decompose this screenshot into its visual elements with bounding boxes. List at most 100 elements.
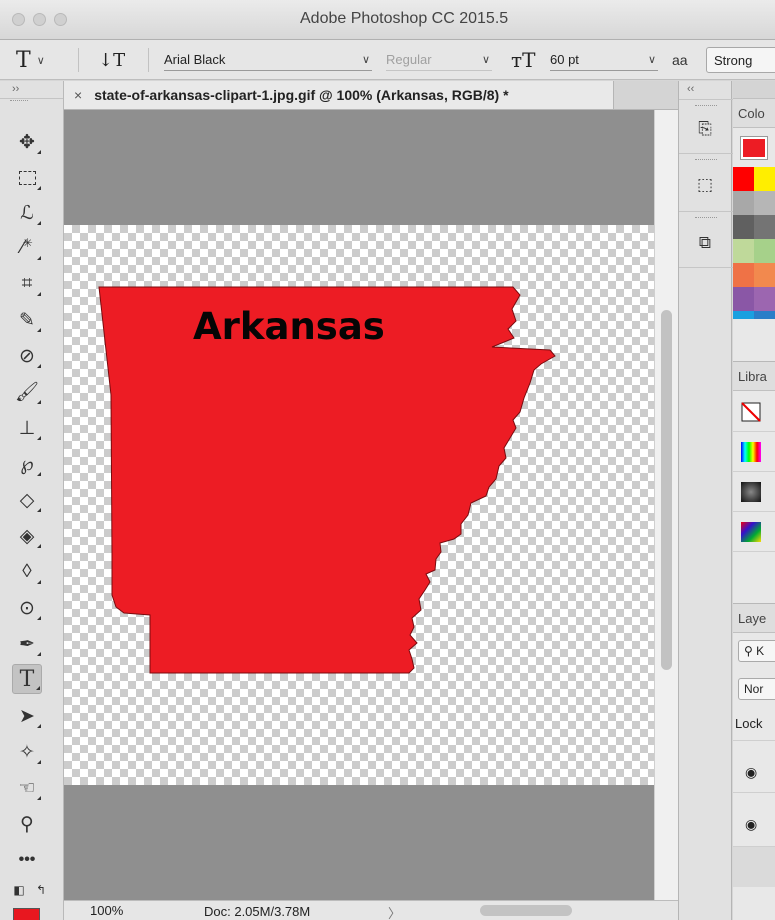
tools-panel: ›› ✥ ℒ ⁄✳ ⌗ ✎ ⊘ 🖌 ⊥ ℘ ◇ ◈ ◊ ⊙ ✒ T ➤ ✧ ☜ … bbox=[0, 81, 64, 920]
foreground-color-chip[interactable] bbox=[740, 136, 768, 160]
minimize-window-button[interactable] bbox=[33, 13, 46, 26]
font-style-dropdown[interactable]: Regular ∨ bbox=[386, 49, 492, 71]
layers-panel-title[interactable]: Laye bbox=[733, 604, 775, 633]
properties-panel-icon[interactable]: ⧉ bbox=[698, 233, 712, 252]
eyedropper-tool-icon[interactable]: ✎ bbox=[12, 305, 42, 335]
font-family-dropdown[interactable]: Arial Black ∨ bbox=[164, 49, 372, 71]
dodge-tool-icon[interactable]: ⊙ bbox=[12, 593, 42, 623]
paint-bucket-tool-icon[interactable]: ◈ bbox=[12, 521, 42, 551]
library-item-pattern[interactable] bbox=[733, 512, 775, 552]
library-item-none[interactable] bbox=[733, 392, 775, 432]
font-size-dropdown[interactable]: 60 pt ∨ bbox=[550, 49, 658, 71]
anti-alias-value: Strong bbox=[714, 52, 753, 68]
swatch-dark-gray[interactable] bbox=[733, 215, 754, 239]
panels-collapse-button[interactable]: ‹‹ bbox=[687, 83, 695, 95]
chevron-down-icon: ∨ bbox=[647, 54, 656, 66]
magic-wand-tool-icon[interactable]: ⁄✳ bbox=[12, 233, 42, 263]
anti-alias-dropdown[interactable]: Strong bbox=[706, 47, 775, 73]
eraser-tool-icon[interactable]: ◇ bbox=[12, 485, 42, 515]
type-tool-icon[interactable]: T bbox=[12, 664, 42, 694]
color-panel: Colo bbox=[733, 81, 775, 361]
marquee-tool-icon[interactable] bbox=[12, 163, 42, 193]
layers-panel: Laye ⚲ K Nor Lock ◉ ◉ bbox=[733, 603, 775, 920]
canvas-workspace[interactable]: Arkansas bbox=[64, 110, 654, 900]
foreground-color-swatch[interactable] bbox=[13, 908, 40, 920]
layers-filter-field[interactable]: ⚲ K bbox=[738, 640, 775, 662]
arkansas-shape[interactable] bbox=[64, 225, 654, 785]
tab-strip-empty bbox=[614, 81, 678, 110]
toggle-text-orientation-icon[interactable]: ↓T bbox=[98, 49, 126, 71]
swatch-gray[interactable] bbox=[733, 191, 754, 215]
blur-tool-icon[interactable]: ◊ bbox=[12, 557, 42, 587]
document-canvas[interactable]: Arkansas bbox=[64, 225, 654, 785]
swatch-blue-dark[interactable] bbox=[754, 311, 775, 319]
swap-colors-icon[interactable]: ↰ bbox=[35, 883, 47, 897]
swatch-red[interactable] bbox=[733, 167, 754, 191]
libraries-panel-title[interactable]: Libra bbox=[733, 362, 775, 391]
default-colors-icon[interactable]: ◧ bbox=[13, 883, 25, 897]
font-size-icon: ᴛT bbox=[511, 48, 536, 72]
library-item-gradient[interactable] bbox=[733, 432, 775, 472]
status-menu-arrow-icon[interactable]: 〉 bbox=[388, 906, 402, 920]
dark-style-icon bbox=[741, 481, 761, 502]
chevron-down-icon: ∨ bbox=[481, 54, 490, 66]
arkansas-text-layer[interactable]: Arkansas bbox=[193, 305, 385, 348]
swatch-green[interactable] bbox=[754, 239, 775, 263]
pen-tool-icon[interactable]: ✒ bbox=[12, 629, 42, 659]
pattern-style-icon bbox=[741, 521, 761, 542]
history-brush-tool-icon[interactable]: ℘ bbox=[12, 449, 42, 479]
panel-icon-strip: ‹‹ ⎘ ⬚ ⧉ bbox=[678, 81, 733, 920]
more-tools-icon[interactable]: ••• bbox=[18, 851, 36, 868]
swatch-purple[interactable] bbox=[733, 287, 754, 311]
3d-panel-icon[interactable]: ⬚ bbox=[696, 175, 714, 194]
font-style-value: Regular bbox=[386, 52, 432, 67]
swatch-gray-light[interactable] bbox=[754, 191, 775, 215]
library-item-dark[interactable] bbox=[733, 472, 775, 512]
font-family-value: Arial Black bbox=[164, 52, 226, 67]
toolbar-grip[interactable] bbox=[10, 100, 28, 103]
swatch-orange[interactable] bbox=[733, 263, 754, 287]
swatch-yellow[interactable] bbox=[754, 167, 775, 191]
vertical-scroll-thumb[interactable] bbox=[661, 310, 672, 670]
document-tab[interactable]: × state-of-arkansas-clipart-1.jpg.gif @ … bbox=[64, 81, 614, 110]
tools-collapse-button[interactable]: ›› bbox=[0, 81, 63, 99]
layer-visibility-eye-icon[interactable]: ◉ bbox=[745, 816, 758, 832]
crop-tool-icon[interactable]: ⌗ bbox=[12, 269, 42, 299]
close-document-icon[interactable]: × bbox=[74, 87, 83, 103]
hand-tool-icon[interactable]: ☜ bbox=[12, 773, 42, 803]
font-size-value: 60 pt bbox=[550, 52, 579, 67]
document-size[interactable]: Doc: 2.05M/3.78M bbox=[204, 904, 311, 919]
title-bar: Adobe Photoshop CC 2015.5 bbox=[0, 0, 775, 40]
layers-filter-label: K bbox=[756, 644, 765, 658]
zoom-tool-icon[interactable]: ⚲ bbox=[20, 813, 34, 835]
color-panel-title[interactable]: Colo bbox=[733, 99, 775, 128]
lasso-tool-icon[interactable]: ℒ bbox=[12, 198, 42, 228]
horizontal-scroll-thumb[interactable] bbox=[480, 905, 572, 916]
chevron-down-icon: ∨ bbox=[361, 54, 370, 66]
close-window-button[interactable] bbox=[12, 13, 25, 26]
healing-brush-tool-icon[interactable]: ⊘ bbox=[12, 341, 42, 371]
clone-stamp-tool-icon[interactable]: ⊥ bbox=[12, 413, 42, 443]
history-panel-icon[interactable]: ⎘ bbox=[698, 119, 712, 138]
swatch-orange-light[interactable] bbox=[754, 263, 775, 287]
options-bar: T∨ ↓T Arial Black∨ Regular∨ ᴛT 60 pt∨ aa… bbox=[0, 40, 775, 80]
swatch-purple-light[interactable] bbox=[754, 287, 775, 311]
status-bar: 100% Doc: 2.05M/3.78M 〉 bbox=[64, 900, 678, 920]
vertical-scrollbar[interactable] bbox=[654, 110, 678, 900]
lock-label: Lock bbox=[735, 716, 763, 731]
blend-mode-dropdown[interactable]: Nor bbox=[738, 678, 775, 700]
brush-tool-icon[interactable]: 🖌 bbox=[14, 382, 41, 404]
document-tab-label: state-of-arkansas-clipart-1.jpg.gif @ 10… bbox=[94, 87, 509, 103]
swatch-dark-gray-2[interactable] bbox=[754, 215, 775, 239]
path-selection-tool-icon[interactable]: ➤ bbox=[12, 701, 42, 731]
custom-shape-tool-icon[interactable]: ✧ bbox=[12, 737, 42, 767]
zoom-window-button[interactable] bbox=[54, 13, 67, 26]
text-tool-preset-icon[interactable]: T∨ bbox=[16, 47, 45, 73]
layer-visibility-eye-icon[interactable]: ◉ bbox=[745, 764, 758, 780]
zoom-level[interactable]: 100% bbox=[90, 903, 124, 918]
swatch-light-green[interactable] bbox=[733, 239, 754, 263]
move-tool-icon[interactable]: ✥ bbox=[12, 127, 42, 157]
libraries-panel: Libra bbox=[733, 361, 775, 603]
swatch-blue[interactable] bbox=[733, 311, 754, 319]
no-style-icon bbox=[741, 401, 761, 422]
